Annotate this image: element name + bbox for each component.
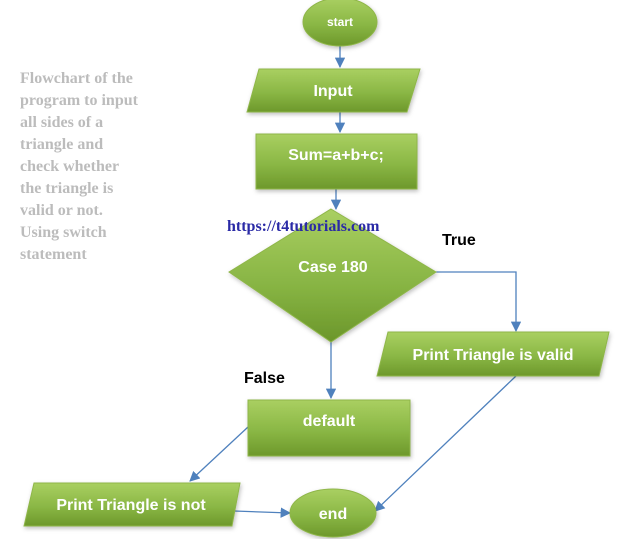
false-branch-label: False: [244, 370, 285, 387]
end-node-label: end: [319, 506, 347, 523]
edge-default-to-print-not: [189, 426, 249, 482]
connectors: [189, 46, 522, 518]
caption-line: program to input: [20, 92, 138, 109]
end-node: end: [289, 488, 377, 538]
decision-node-label: Case 180: [298, 259, 367, 276]
caption-line: statement: [20, 246, 87, 263]
input-node-label: Input: [313, 83, 353, 100]
caption-line: valid or not.: [20, 202, 103, 219]
caption-line: all sides of a: [20, 114, 104, 131]
default-node-label: default: [303, 413, 356, 430]
edge-print-valid-to-end: [374, 375, 517, 512]
start-node: start: [302, 0, 378, 47]
print-not-node: Print Triangle is not: [23, 482, 241, 527]
sum-node-label: Sum=a+b+c;: [288, 147, 384, 164]
decision-node: Case 180: [228, 208, 437, 343]
caption-line: triangle and: [20, 136, 104, 153]
watermark-url: https://t4tutorials.com: [227, 218, 380, 235]
print-valid-node-label: Print Triangle is valid: [413, 347, 574, 364]
caption-line: Using switch: [20, 224, 107, 241]
edge-print-not-to-end: [233, 507, 292, 518]
caption-line: check whether: [20, 158, 120, 175]
caption-line: the triangle is: [20, 180, 114, 197]
input-node: Input: [246, 68, 421, 113]
print-not-node-label: Print Triangle is not: [56, 497, 206, 514]
diagram-description: Flowchart of the program to input all si…: [20, 68, 170, 266]
default-process-node: default: [247, 399, 411, 457]
sum-process-node: Sum=a+b+c;: [255, 133, 418, 190]
true-branch-label: True: [442, 232, 476, 249]
print-valid-node: Print Triangle is valid: [376, 331, 610, 377]
start-node-label: start: [327, 15, 353, 29]
edge-decision-true: [436, 271, 522, 333]
caption-line: Flowchart of the: [20, 70, 133, 87]
